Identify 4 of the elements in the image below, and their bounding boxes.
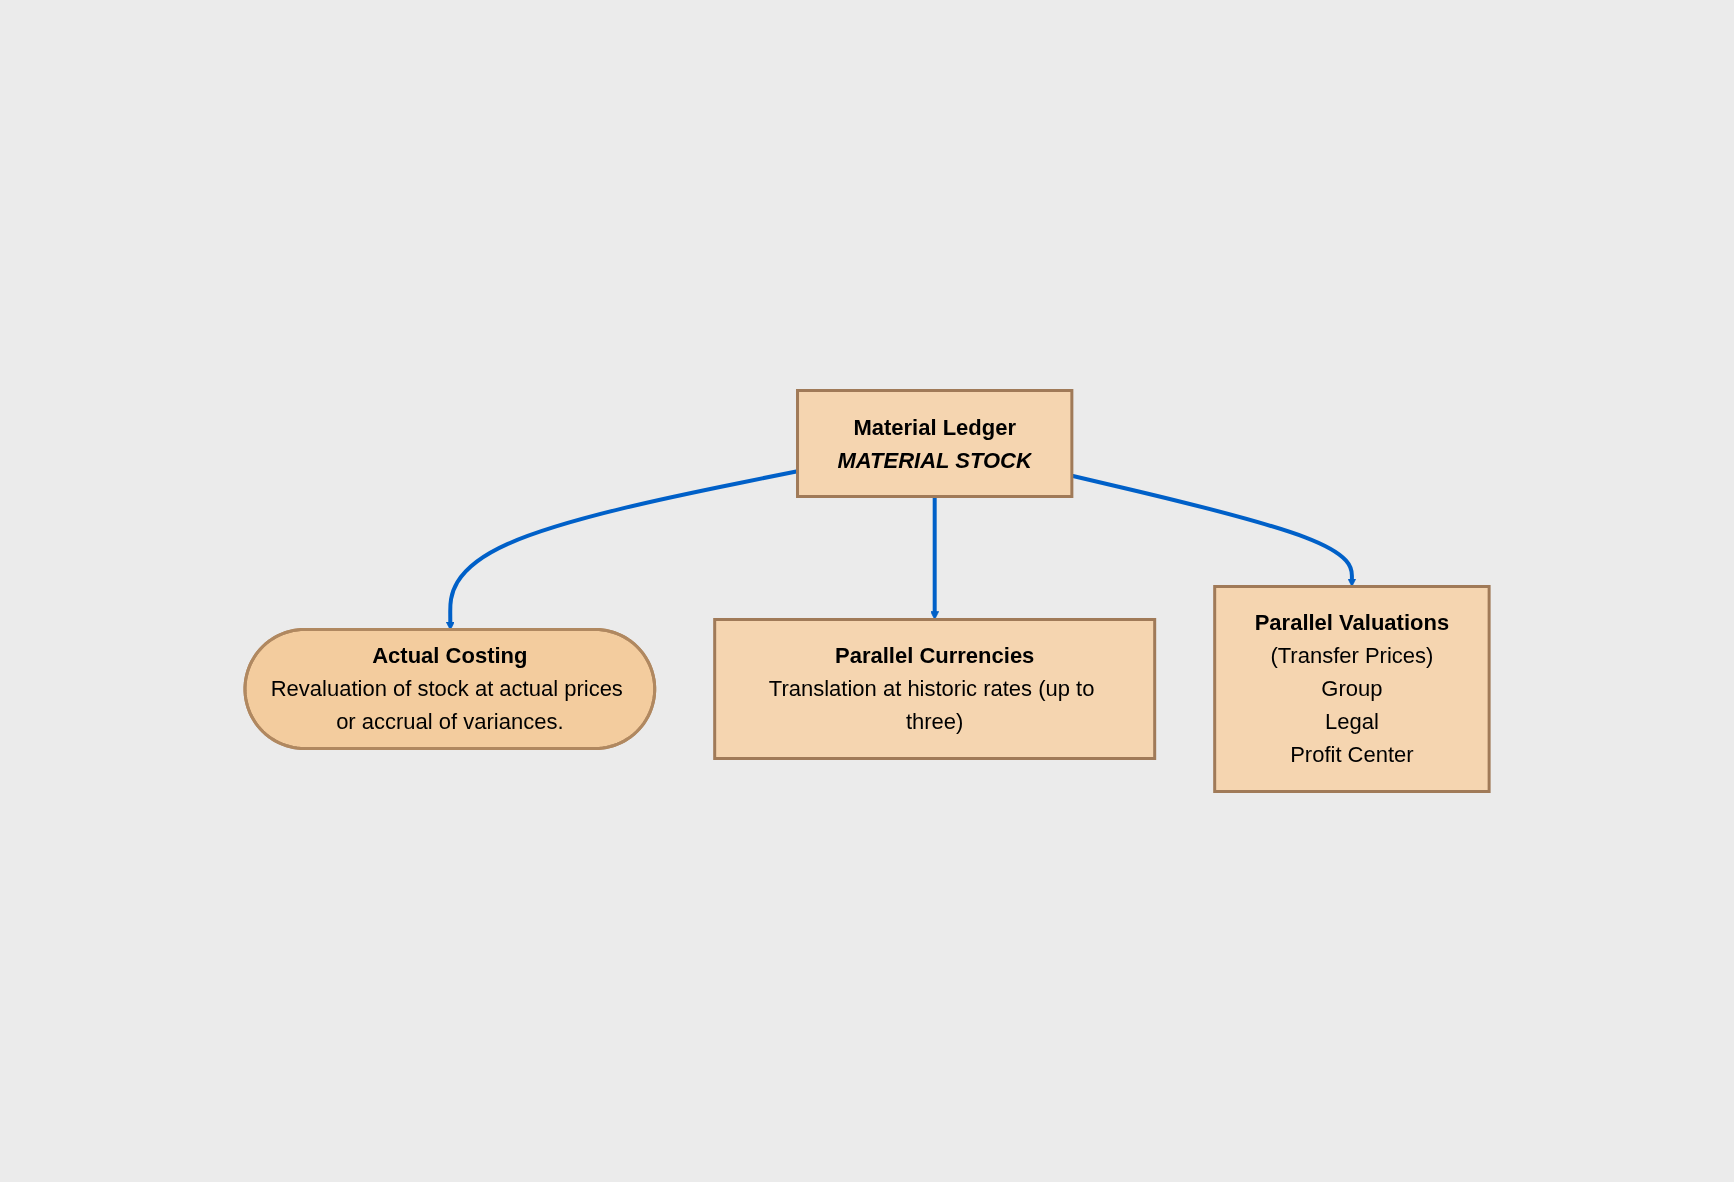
arrow [930, 496, 940, 620]
node-box: Parallel Valuations (Transfer Prices) Group Legal Profit Center [1213, 585, 1491, 793]
node-box: Parallel Currencies Translation at historic rates (up to three) [713, 618, 1157, 760]
arrow [1071, 473, 1357, 587]
